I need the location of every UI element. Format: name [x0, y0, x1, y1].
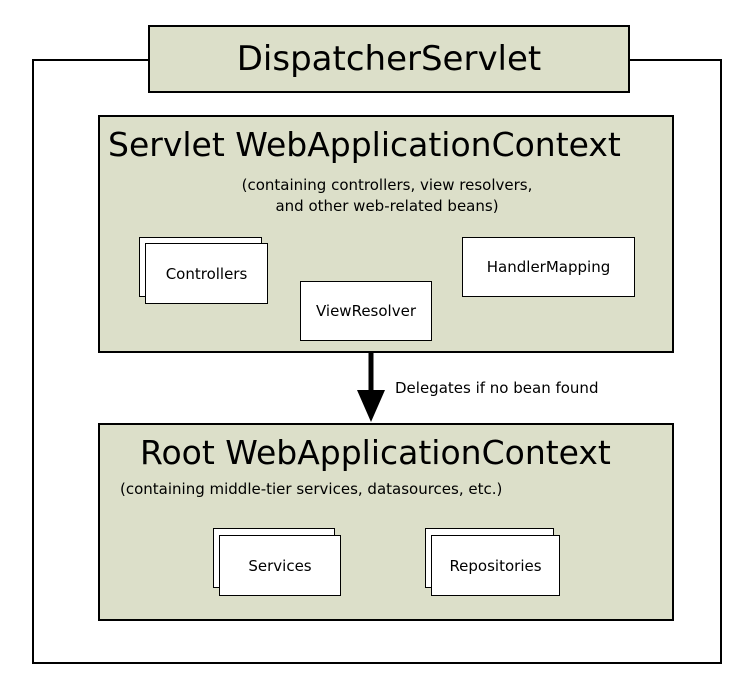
delegation-arrow-head: [357, 390, 385, 422]
delegation-arrow: [357, 352, 385, 422]
viewresolver-bean: ViewResolver: [300, 281, 432, 341]
viewresolver-label: ViewResolver: [315, 302, 416, 320]
servlet-context-subtitle-line2: and other web-related beans): [275, 197, 499, 215]
servlet-context-subtitle: (containing controllers, view resolvers,…: [100, 175, 674, 217]
root-webapplicationcontext-panel: Root WebApplicationContext (containing m…: [98, 423, 674, 621]
root-context-subtitle: (containing middle-tier services, dataso…: [120, 480, 503, 498]
servlet-context-title: Servlet WebApplicationContext: [108, 125, 621, 164]
handlermapping-bean: HandlerMapping: [462, 237, 635, 297]
repositories-label: Repositories: [449, 556, 542, 575]
dispatcher-servlet-title: DispatcherServlet: [148, 25, 630, 93]
services-label: Services: [248, 556, 312, 575]
root-context-title: Root WebApplicationContext: [140, 433, 611, 472]
services-bean: Services: [219, 535, 341, 596]
handlermapping-label: HandlerMapping: [486, 258, 611, 276]
servlet-context-subtitle-line1: (containing controllers, view resolvers,: [241, 176, 533, 194]
repositories-bean: Repositories: [431, 535, 560, 596]
controllers-bean: Controllers: [145, 243, 268, 304]
delegation-label: Delegates if no bean found: [395, 379, 599, 397]
dispatcher-servlet-title-text: DispatcherServlet: [236, 39, 542, 79]
controllers-label: Controllers: [165, 264, 248, 283]
